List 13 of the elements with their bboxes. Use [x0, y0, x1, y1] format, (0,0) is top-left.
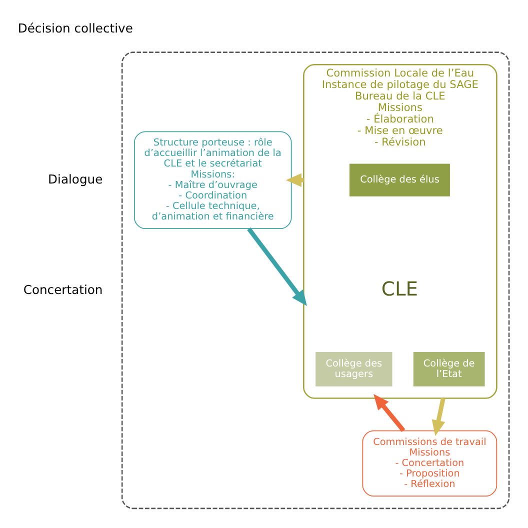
node-box: Commissions de travail Missions - Concertation - Proposition - Réflexion	[362, 430, 498, 496]
label: Concertation	[23, 282, 103, 296]
node-box: Structure porteuse : rôle d’accueillir l’animation de la CLE et le secrétariat Missions: - Maître d’ouvrage - Coordination - Cellule technique, d’animation et financière	[134, 130, 292, 229]
node-text: CLE	[381, 276, 418, 300]
cluster	[121, 51, 510, 509]
node-box: Collège des usagers	[316, 351, 392, 386]
node-box: Collège des élus	[350, 163, 450, 196]
label: Décision collective	[18, 21, 133, 36]
label: Dialogue	[48, 172, 103, 186]
arrow	[374, 394, 406, 432]
node-box: Collège de l’Etat	[413, 351, 485, 386]
arrow	[432, 397, 446, 436]
arrow	[247, 226, 307, 306]
